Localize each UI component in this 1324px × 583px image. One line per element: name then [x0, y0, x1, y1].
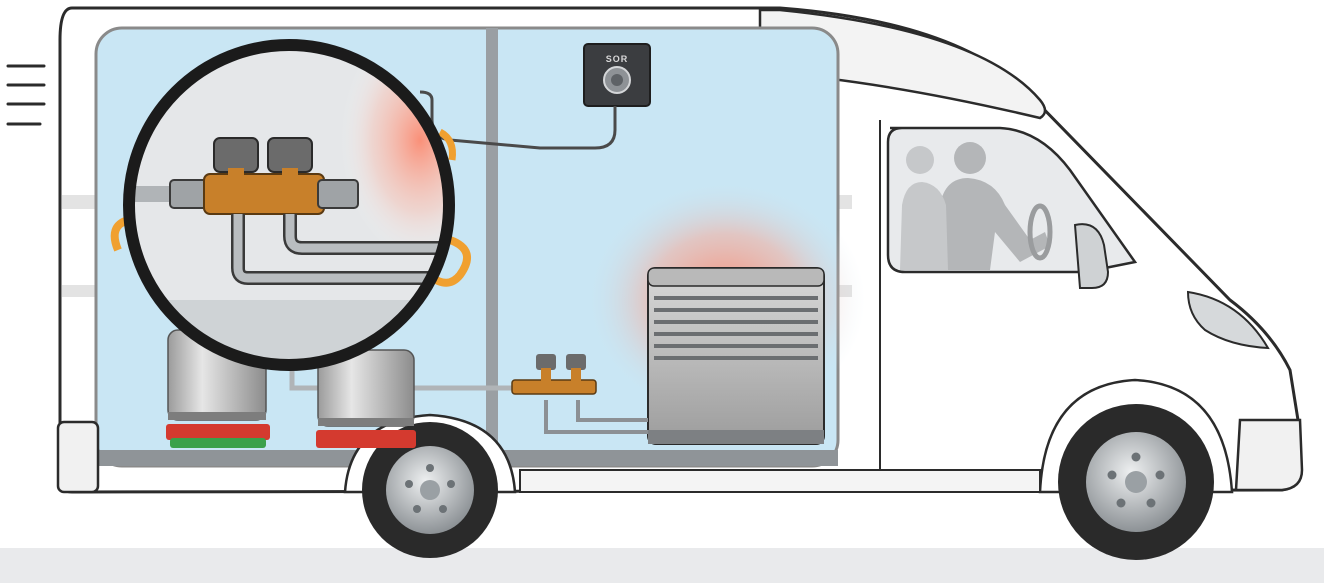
motion-lines-icon: [8, 66, 44, 124]
rear-bumper: [58, 422, 98, 492]
front-wheel: [1058, 404, 1214, 560]
divider-wall: [486, 28, 498, 466]
front-bumper: [1236, 420, 1302, 490]
control-panel-label: SOR: [606, 54, 629, 64]
heater-icon: [648, 268, 824, 444]
control-panel-icon: SOR: [584, 44, 650, 106]
side-skirt: [520, 470, 1040, 492]
